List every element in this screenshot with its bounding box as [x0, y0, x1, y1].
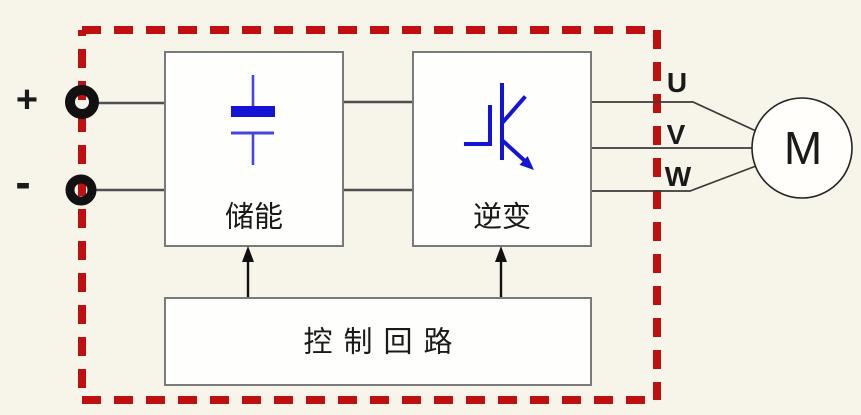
negative-terminal-label: - [15, 156, 31, 208]
phase-u-label: U [666, 67, 688, 98]
storage-block-label: 储能 [224, 201, 284, 234]
inverter-block-label: 逆变 [472, 201, 532, 234]
control-arrow-to-storage [242, 246, 254, 297]
dc-link-wires [343, 100, 413, 192]
capacitor-top-plate [231, 106, 275, 117]
motor-label: M [783, 122, 823, 174]
capacitor-icon [231, 75, 275, 165]
control-block-box [164, 297, 592, 386]
positive-terminal-icon [65, 85, 99, 119]
igbt-collector-lead [500, 95, 527, 125]
phase-w-wire [591, 165, 757, 192]
phase-v-label: V [666, 119, 686, 150]
igbt-icon [464, 83, 534, 170]
phase-output-wires [591, 101, 757, 192]
positive-terminal-label: + [15, 79, 39, 121]
igbt-emitter-arrowhead [519, 156, 534, 170]
dc-input-wires [92, 101, 166, 192]
motor-circle [751, 97, 853, 199]
negative-terminal-icon [65, 174, 97, 206]
arrow-up-icon [495, 246, 507, 262]
phase-u-wire [591, 101, 757, 132]
phase-w-label: W [664, 161, 692, 192]
igbt-emitter-lead [500, 138, 528, 164]
igbt-gate [464, 105, 492, 146]
arrow-up-icon [242, 246, 254, 262]
control-block-label: 控制回路 [303, 326, 464, 359]
control-arrow-to-inverter [495, 246, 507, 297]
